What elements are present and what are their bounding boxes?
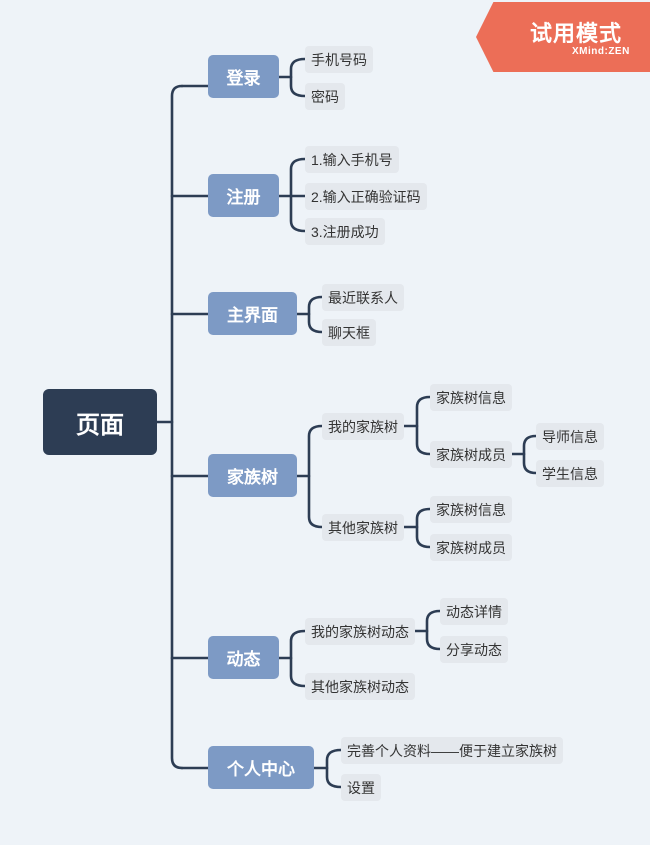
subtopic-enter-phone[interactable]: 1.输入手机号: [305, 146, 399, 173]
subtopic-register-success[interactable]: 3.注册成功: [305, 218, 385, 245]
subtopic-other-family-trees[interactable]: 其他家族树: [322, 514, 404, 541]
subtopic-chat-box[interactable]: 聊天框: [322, 319, 376, 346]
subtopic-share-feed[interactable]: 分享动态: [440, 636, 508, 663]
subtopic-my-family-tree[interactable]: 我的家族树: [322, 413, 404, 440]
subtopic-my-tree-feed[interactable]: 我的家族树动态: [305, 618, 415, 645]
trial-mode-badge: 试用模式 XMind:ZEN: [476, 2, 650, 72]
brand-label: XMind:ZEN: [572, 46, 630, 57]
subtopic-phone-number[interactable]: 手机号码: [305, 46, 373, 73]
topic-feed[interactable]: 动态: [208, 636, 279, 679]
topic-home[interactable]: 主界面: [208, 292, 297, 335]
subtopic-student-info[interactable]: 学生信息: [536, 460, 604, 487]
topic-profile[interactable]: 个人中心: [208, 746, 314, 789]
topic-family-tree[interactable]: 家族树: [208, 454, 297, 497]
topic-login[interactable]: 登录: [208, 55, 279, 98]
subtopic-recent-contacts[interactable]: 最近联系人: [322, 284, 404, 311]
subtopic-my-tree-info[interactable]: 家族树信息: [430, 384, 512, 411]
subtopic-settings[interactable]: 设置: [341, 774, 381, 801]
trial-mode-label: 试用模式: [530, 21, 623, 46]
subtopic-other-tree-info[interactable]: 家族树信息: [430, 496, 512, 523]
subtopic-feed-detail[interactable]: 动态详情: [440, 598, 508, 625]
subtopic-enter-code[interactable]: 2.输入正确验证码: [305, 183, 427, 210]
subtopic-advisor-info[interactable]: 导师信息: [536, 423, 604, 450]
subtopic-complete-profile[interactable]: 完善个人资料——便于建立家族树: [341, 737, 563, 764]
subtopic-password[interactable]: 密码: [305, 83, 345, 110]
subtopic-other-tree-members[interactable]: 家族树成员: [430, 534, 512, 561]
topic-register[interactable]: 注册: [208, 174, 279, 217]
subtopic-my-tree-members[interactable]: 家族树成员: [430, 441, 512, 468]
root-topic[interactable]: 页面: [43, 389, 157, 455]
subtopic-other-tree-feed[interactable]: 其他家族树动态: [305, 673, 415, 700]
